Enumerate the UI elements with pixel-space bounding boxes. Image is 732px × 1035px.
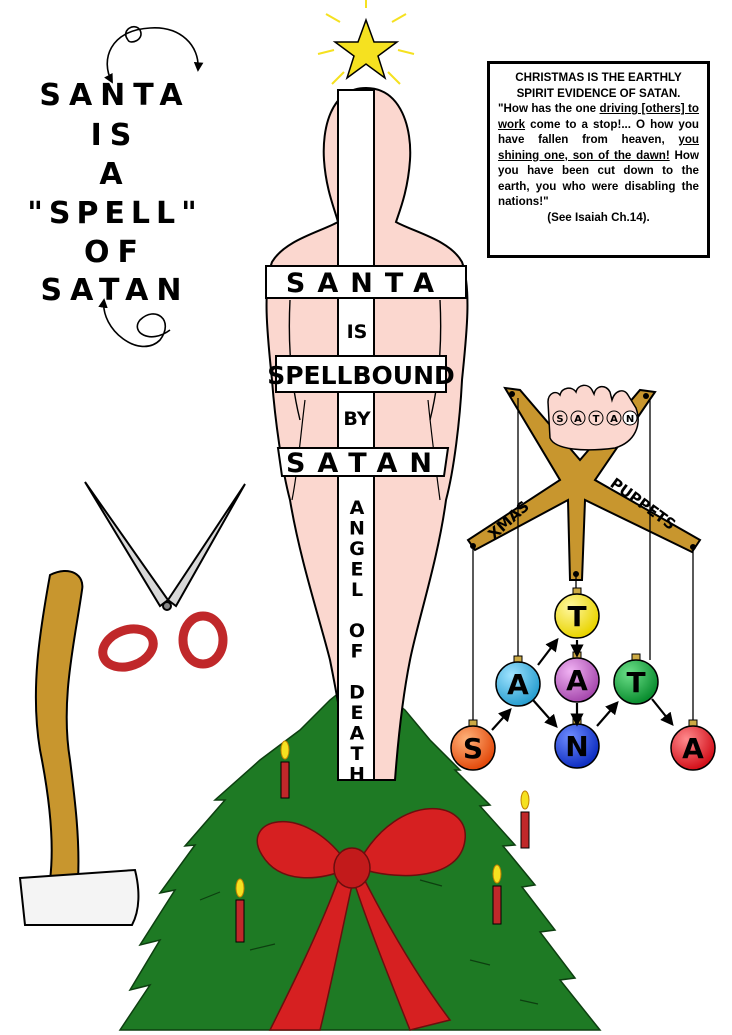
ornament-letter: A	[682, 732, 704, 765]
left-title-line-3: A	[99, 157, 131, 192]
ornament-cap	[688, 719, 698, 727]
vertical-letter: A	[350, 723, 365, 745]
hand-ring	[622, 410, 638, 426]
hand-letter: A	[610, 414, 618, 425]
hand-letter: N	[626, 414, 634, 425]
puppet-strings	[472, 398, 694, 730]
swirl-arrow-top	[104, 25, 204, 84]
quote-body: "How has the one driving [others] to wor…	[498, 102, 699, 208]
ornament-letter: A	[566, 664, 588, 697]
ornament-letter: T	[626, 666, 645, 699]
band-satan-bg	[276, 447, 450, 477]
ornament-ball	[554, 657, 600, 703]
hand-letter: A	[574, 414, 582, 425]
word-by: BY	[343, 408, 370, 430]
vertical-letter: T	[351, 743, 364, 765]
band-spellbound-bg	[275, 355, 447, 393]
left-title-line-5: OF	[84, 235, 146, 270]
band-satan-text: SATAN	[286, 448, 444, 479]
left-title-line-4: "SPELL"	[27, 196, 203, 231]
vertical-letter: F	[351, 641, 364, 663]
candle-icons	[235, 740, 530, 943]
hand-ring	[588, 410, 604, 426]
hand-ring	[570, 410, 586, 426]
ornament-ball	[554, 593, 600, 639]
ornament-ball	[450, 725, 496, 771]
star-icon	[317, 0, 415, 85]
vertical-letter: L	[351, 579, 363, 601]
ornament-cap	[468, 719, 478, 727]
quote-reference: (See Isaiah Ch.14).	[547, 210, 650, 224]
ornament-cap	[572, 587, 582, 595]
ornament-letter: T	[567, 600, 586, 633]
hand-letter: S	[556, 414, 563, 425]
quote-box: CHRISTMAS IS THE EARTHLY SPIRIT EVIDENCE…	[487, 61, 710, 258]
scissors-icon	[84, 481, 246, 672]
ornament-cap	[513, 655, 523, 663]
band-santa-bg	[265, 265, 467, 299]
vertical-letter: O	[349, 620, 365, 642]
vertical-letter: A	[350, 497, 365, 519]
swirl-arrow-bottom	[98, 298, 171, 348]
ornament-letter: S	[463, 732, 483, 765]
vertical-letter: E	[351, 702, 364, 724]
vertical-letter: E	[351, 559, 364, 581]
red-bow	[256, 808, 466, 1031]
word-is: IS	[347, 321, 368, 343]
ornament-ball	[670, 725, 716, 771]
vertical-letter: D	[349, 682, 365, 704]
vertical-letter: G	[349, 538, 365, 560]
vertical-letter: H	[349, 764, 365, 786]
hand-ring	[552, 410, 568, 426]
left-title-line-2: IS	[90, 118, 140, 153]
ornament-ball	[613, 659, 659, 705]
left-title-line-1: SANTA	[39, 78, 191, 113]
ornament-cap	[631, 653, 641, 661]
vertical-letter: N	[349, 518, 365, 540]
cross-vertical-bar	[337, 89, 375, 781]
axe-icon	[18, 570, 140, 926]
band-spellbound-text: SPELLBOUND	[267, 361, 455, 390]
hand-ring	[606, 410, 622, 426]
ornament-arrows	[491, 637, 674, 731]
ornament-ball	[495, 661, 541, 707]
band-santa-text: SANTA	[286, 268, 446, 299]
ornament-letter: N	[565, 730, 588, 763]
left-title-line-6: SATAN	[40, 273, 190, 308]
ornament-letter: A	[507, 668, 529, 701]
hand-letter: T	[593, 414, 600, 425]
quote-heading: CHRISTMAS IS THE EARTHLY SPIRIT EVIDENCE…	[515, 71, 682, 100]
